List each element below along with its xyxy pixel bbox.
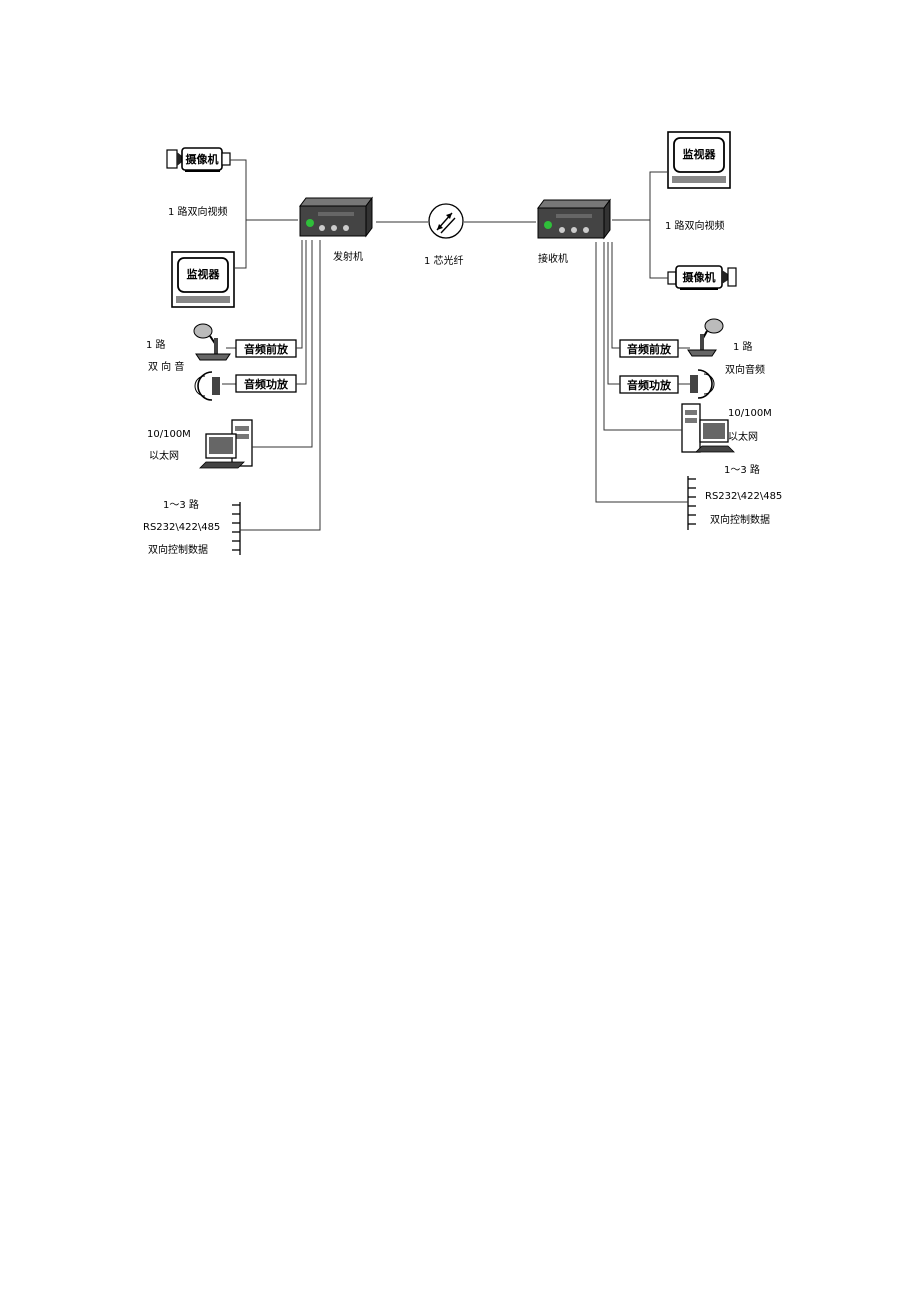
right-video-bus-line	[649, 171, 668, 279]
left-poweramp-box: 音频功放	[235, 374, 297, 393]
left-poweramp-label: 音频功放	[244, 377, 289, 391]
right-data-count-label: 1～3 路	[724, 463, 760, 476]
right-poweramp-box: 音频功放	[619, 375, 679, 394]
left-ethernet-speed-label: 10/100M	[147, 429, 191, 440]
right-audio-label: 双向音频	[725, 363, 765, 376]
right-preamp-label: 音频前放	[627, 342, 672, 356]
right-data-label: 双向控制数据	[710, 513, 770, 526]
right-ethernet-wire	[603, 242, 682, 431]
transmitter-device-icon	[299, 196, 373, 238]
receiver-label: 接收机	[538, 252, 568, 265]
left-ethernet-label: 以太网	[149, 449, 179, 462]
right-data-wire	[595, 242, 688, 503]
right-speaker-icon	[678, 369, 715, 399]
left-video-label: 1 路双向视频	[168, 205, 228, 218]
right-computer-icon	[681, 403, 735, 453]
left-preamp-wire	[296, 240, 303, 349]
left-video-bus-line	[230, 159, 247, 269]
left-computer-icon	[199, 419, 253, 469]
left-data-label: 双向控制数据	[148, 543, 208, 556]
left-monitor-icon: 监视器	[171, 251, 235, 308]
left-audio-count-label: 1 路	[146, 338, 166, 351]
right-data-terminal-icon	[687, 476, 696, 530]
fiber-label: 1 芯光纤	[424, 254, 464, 267]
left-poweramp-wire	[296, 240, 307, 385]
left-ethernet-wire	[252, 240, 313, 448]
left-microphone-icon	[193, 323, 231, 361]
right-poweramp-wire	[607, 242, 620, 385]
right-ethernet-label: 以太网	[728, 430, 758, 443]
left-camera-label: 摄像机	[186, 152, 219, 166]
right-preamp-box: 音频前放	[619, 339, 679, 358]
right-microphone-icon	[678, 318, 724, 357]
receiver-device-icon	[537, 198, 611, 240]
right-monitor-label: 监视器	[683, 147, 717, 161]
left-monitor-label: 监视器	[187, 267, 221, 281]
right-video-label: 1 路双向视频	[665, 219, 725, 232]
left-audio-label: 双 向 音	[148, 360, 184, 373]
right-monitor-icon: 监视器	[667, 131, 731, 189]
left-data-wire	[240, 340, 321, 531]
left-data-protocol-label: RS232\422\485	[143, 522, 220, 533]
right-camera-icon: 摄像机	[667, 265, 737, 290]
right-data-protocol-label: RS232\422\485	[705, 491, 782, 502]
left-data-count-label: 1～3 路	[163, 498, 199, 511]
left-data-terminal-icon	[232, 502, 241, 555]
left-speaker-icon	[194, 371, 220, 401]
right-ethernet-speed-label: 10/100M	[728, 408, 772, 419]
right-camera-label: 摄像机	[683, 270, 716, 284]
right-preamp-wire	[611, 242, 620, 349]
left-camera-icon: 摄像机	[166, 147, 231, 172]
fiber-optic-icon	[428, 203, 464, 239]
transmitter-label: 发射机	[333, 250, 363, 263]
right-poweramp-label: 音频功放	[627, 378, 672, 392]
left-preamp-box: 音频前放	[235, 339, 297, 358]
left-preamp-label: 音频前放	[244, 342, 289, 356]
right-audio-count-label: 1 路	[733, 340, 753, 353]
